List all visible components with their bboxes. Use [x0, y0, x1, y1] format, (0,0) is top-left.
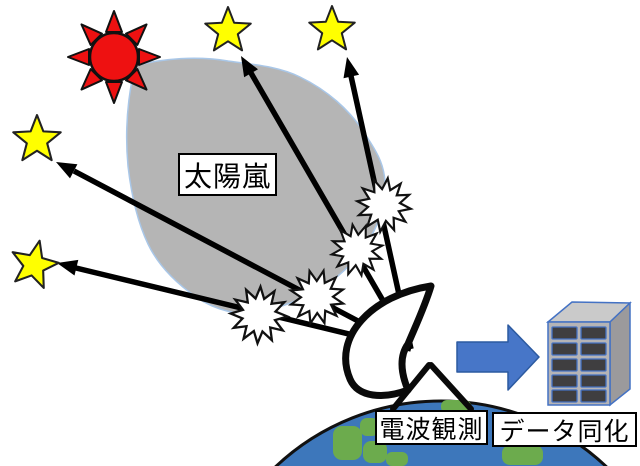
radio-observation-label: 電波観測	[375, 410, 488, 445]
sun-ray	[105, 81, 123, 104]
window	[551, 342, 578, 356]
continent	[386, 452, 408, 466]
continent	[502, 445, 543, 465]
window	[551, 358, 578, 372]
sun-disc	[88, 31, 140, 83]
window	[580, 389, 607, 403]
continent	[363, 441, 387, 463]
star-icon	[5, 234, 64, 292]
window	[580, 358, 607, 372]
building-windows	[551, 326, 607, 403]
signal-arrowhead	[241, 56, 258, 78]
telescope-tripod	[390, 362, 474, 412]
right-block-arrow-icon	[456, 324, 540, 391]
star-icon	[308, 5, 356, 51]
continents	[333, 400, 543, 466]
continent	[360, 418, 379, 436]
signal-arrowhead	[343, 57, 360, 79]
sun-icon	[67, 10, 161, 104]
building-side-face	[609, 301, 631, 407]
solar-storm-label: 太陽嵐	[178, 153, 277, 196]
window	[580, 342, 607, 356]
star-icon	[12, 114, 62, 162]
signal-arrowhead	[57, 259, 79, 276]
star-icon	[204, 6, 252, 52]
window	[551, 374, 578, 388]
sun-ray	[67, 48, 90, 66]
data-assimilation-label: データ同化	[492, 412, 637, 447]
continent	[333, 426, 362, 460]
server-building-icon	[545, 301, 632, 407]
signal-arrowhead	[56, 162, 78, 179]
signal-arrow	[56, 162, 413, 352]
window	[580, 326, 607, 340]
crescent-dish	[342, 282, 435, 399]
signal-arrow-shaft	[72, 168, 413, 352]
sun-ray	[105, 10, 123, 33]
window	[551, 389, 578, 403]
window	[580, 374, 607, 388]
window	[551, 326, 578, 340]
radio-telescope-icon	[342, 282, 474, 412]
